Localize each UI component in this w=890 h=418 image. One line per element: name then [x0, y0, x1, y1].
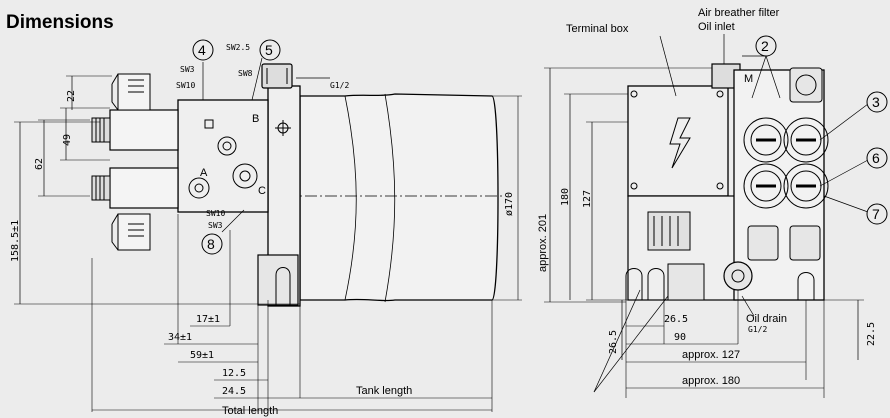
dim-17: 17±1 [196, 314, 220, 325]
solenoid-lower [91, 167, 179, 251]
dim-90: 90 [674, 332, 686, 343]
sw10-bottom-label: SW10 [206, 209, 225, 218]
solenoid-upper [91, 73, 179, 151]
dim-49: 49 [62, 134, 73, 146]
callout-3: 3 [866, 91, 888, 113]
tank-length-label: Tank length [356, 385, 412, 397]
callout-7: 7 [866, 203, 888, 225]
dim-34: 34±1 [168, 332, 192, 343]
svg-text:3: 3 [872, 94, 880, 110]
oil-drain-thread-label: G1/2 [748, 325, 767, 334]
dim-12-5: 12.5 [222, 368, 246, 379]
dim-180-h: approx. 180 [682, 375, 740, 387]
valve-manifold [177, 99, 269, 213]
terminal-box [627, 85, 729, 197]
pump-foot [257, 254, 299, 306]
svg-text:6: 6 [872, 150, 880, 166]
terminal-box-label: Terminal box [566, 23, 629, 35]
svg-text:8: 8 [207, 236, 215, 252]
sw25-label: SW2.5 [226, 43, 250, 52]
oil-drain-label: Oil drain [746, 313, 787, 325]
dim-180-v: 180 [560, 188, 571, 206]
lightning-icon [669, 117, 691, 169]
dim-24-5: 24.5 [222, 386, 246, 397]
svg-text:7: 7 [872, 206, 880, 222]
side-view [14, 57, 522, 412]
dim-59: 59±1 [190, 350, 214, 361]
callout-5: 5 [259, 39, 281, 61]
oil-inlet-label: Oil inlet [698, 21, 735, 33]
dim-22: 22 [66, 90, 77, 102]
dim-201: approx. 201 [537, 214, 549, 272]
sw8-label: SW8 [238, 69, 253, 78]
callout-2: 2 [755, 35, 777, 57]
dim-26-5-v: 26.5 [608, 330, 619, 354]
diameter-label: ø170 [504, 192, 515, 216]
callout-4: 4 [192, 39, 214, 61]
page-title: Dimensions [6, 12, 114, 33]
sw3-bottom-label: SW3 [208, 221, 223, 230]
port-thread-label: G1/2 [330, 81, 349, 90]
dim-127-v: 127 [582, 190, 593, 208]
sw10-top-label: SW10 [176, 81, 195, 90]
sw3-top-label: SW3 [180, 65, 195, 74]
total-length-label: Total length [222, 405, 278, 417]
port-b-label: B [252, 113, 259, 125]
svg-text:2: 2 [761, 38, 769, 54]
port-c-label: C [258, 185, 266, 197]
air-breather-label: Air breather filter [698, 7, 780, 19]
dim-22-5: 22.5 [866, 322, 877, 346]
dim-127-h: approx. 127 [682, 349, 740, 361]
tank-body [299, 93, 499, 302]
port-a-label: A [200, 167, 208, 179]
svg-text:5: 5 [265, 42, 273, 58]
svg-text:4: 4 [198, 42, 206, 58]
oil-drain-plug [723, 261, 753, 291]
callout-6: 6 [866, 147, 888, 169]
m-label: M [744, 73, 753, 85]
top-plug [261, 63, 293, 89]
callout-8: 8 [201, 233, 223, 255]
dim-158: 158.5±1 [10, 220, 21, 262]
dim-62: 62 [34, 158, 45, 170]
front-view [544, 34, 869, 398]
dim-26-5-h: 26.5 [664, 314, 688, 325]
